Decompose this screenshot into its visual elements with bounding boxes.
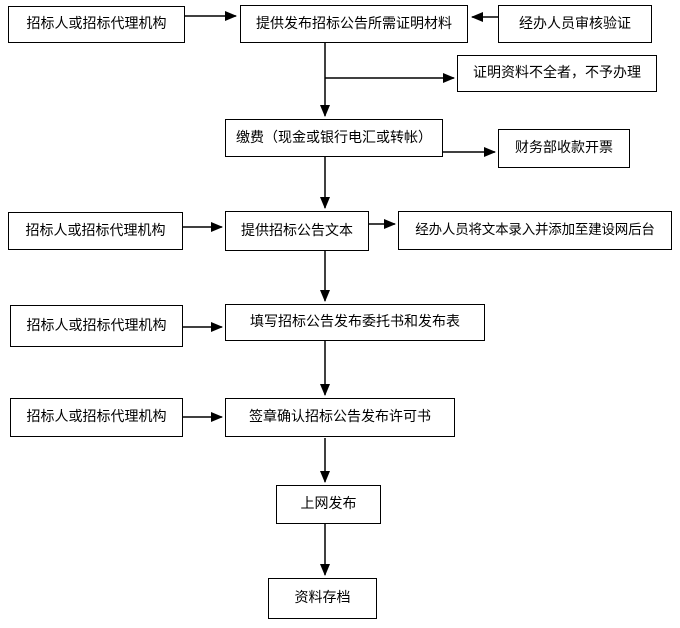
node-archive-materials: 资料存档 (268, 578, 377, 619)
node-sign-confirm-permit: 签章确认招标公告发布许可书 (225, 398, 455, 437)
node-pay-fee: 缴费（现金或银行电汇或转帐） (225, 119, 443, 157)
node-publish-online: 上网发布 (276, 485, 381, 524)
node-finance-receipt-invoice: 财务部收款开票 (498, 129, 630, 168)
node-provide-announcement-text: 提供招标公告文本 (225, 211, 369, 251)
node-provide-certification-materials: 提供发布招标公告所需证明材料 (240, 5, 468, 43)
node-bidder-or-agency-row1: 招标人或招标代理机构 (8, 6, 185, 43)
node-incomplete-not-processed: 证明资料不全者，不予办理 (457, 55, 657, 92)
node-bidder-or-agency-row2: 招标人或招标代理机构 (8, 212, 183, 250)
node-staff-enter-text-backend: 经办人员将文本录入并添加至建设网后台 (398, 211, 672, 250)
node-fill-authorization-form: 填写招标公告发布委托书和发布表 (225, 304, 485, 341)
node-staff-review-verify: 经办人员审核验证 (498, 5, 652, 43)
node-bidder-or-agency-row4: 招标人或招标代理机构 (10, 398, 183, 437)
node-bidder-or-agency-row3: 招标人或招标代理机构 (10, 305, 183, 347)
